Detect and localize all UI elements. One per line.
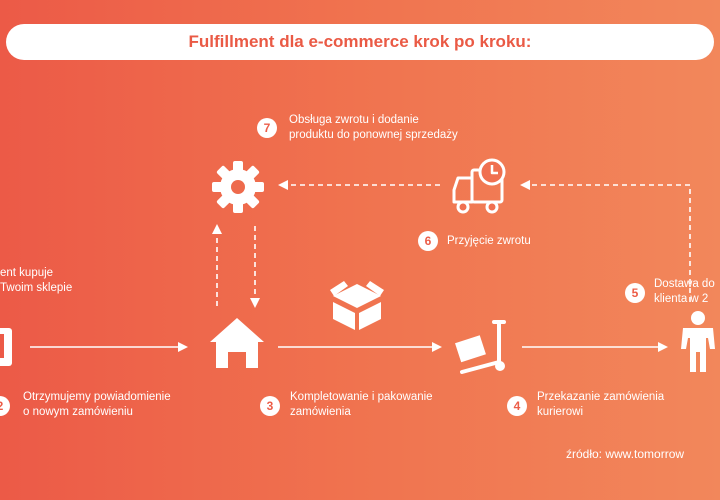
step-6-badge: 6 [418, 231, 438, 251]
step-4-label: Przekazanie zamówienia kurierowi [537, 391, 665, 418]
phone-icon [0, 328, 12, 366]
source-credit: źródło: www.tomorrow [566, 447, 685, 461]
step-7-badge: 7 [257, 118, 277, 138]
box-icon [330, 281, 384, 330]
step-5-badge: 5 [625, 283, 645, 303]
step-3-badge: 3 [260, 396, 280, 416]
arrow-5-return [520, 180, 691, 302]
page-title: Fulfillment dla e-commerce krok po kroku… [188, 32, 532, 51]
person-icon [681, 311, 715, 372]
step-7-label: Obsługa zwrotu i dodanie produktu do pon… [289, 114, 458, 141]
title-bar: Fulfillment dla e-commerce krok po kroku… [6, 24, 714, 60]
step-2-badge: 2 [0, 396, 10, 416]
home-icon [210, 318, 264, 368]
step-5-label: Dostawa do klienta w 2 [654, 278, 715, 305]
step-3-label: Kompletowanie i pakowanie zamówienia [290, 391, 433, 418]
gear-icon [212, 161, 264, 213]
step-2-label: Otrzymujemy powiadomienie o nowym zamówi… [23, 391, 171, 418]
step-4-badge: 4 [507, 396, 527, 416]
step-1-label: ent kupuje Twoim sklepie [0, 267, 73, 294]
step-6-label: Przyjęcie zwrotu [447, 235, 531, 247]
truck-return-icon [452, 158, 506, 214]
hand-truck-icon [455, 320, 506, 374]
